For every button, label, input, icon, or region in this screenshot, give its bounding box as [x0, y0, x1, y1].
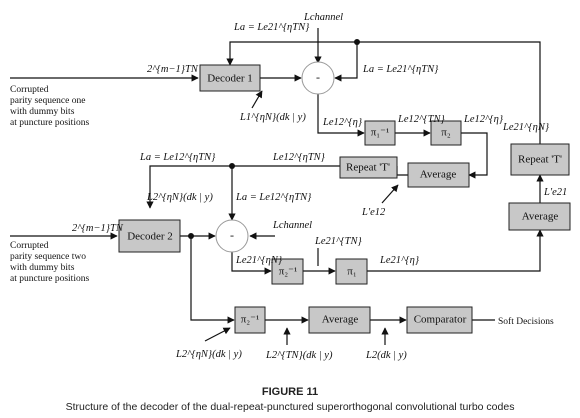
label-lchannel-mid: Lchannel — [272, 220, 312, 231]
svg-text:π₂: π₂ — [441, 127, 451, 139]
wire-junction-sum1 — [334, 42, 358, 82]
wire-l2-eta — [204, 327, 231, 342]
svg-text:π₂⁻¹: π₂⁻¹ — [279, 266, 298, 278]
junction-mid — [229, 163, 235, 169]
deinterleaver-pi2-inv-bottom-block: π₂⁻¹ — [234, 306, 266, 334]
figure-title: FIGURE 11 — [262, 386, 318, 398]
svg-text:-: - — [316, 70, 320, 84]
svg-text:Repeat 'T': Repeat 'T' — [518, 154, 562, 166]
input-2-description: Corrupted parity sequence two with dummy… — [10, 241, 89, 284]
label-le21-eta-right: Le21^{ηN} — [502, 122, 550, 133]
label-le21-tn: Le21^{TN} — [314, 236, 362, 247]
wires — [10, 28, 544, 345]
label-lchannel-top: Lchannel — [303, 12, 343, 23]
label-soft-decisions: Soft Decisions — [498, 316, 554, 327]
svg-text:-: - — [230, 228, 234, 242]
decoder-2-block: Decoder 2 — [118, 219, 181, 253]
svg-text:Repeat 'T': Repeat 'T' — [346, 162, 390, 174]
input1-line-4: at puncture positions — [10, 118, 89, 128]
svg-text:π₂⁻¹: π₂⁻¹ — [241, 314, 260, 326]
average-right-block: Average — [508, 202, 571, 231]
decoder-1-block: Decoder 1 — [199, 64, 261, 92]
input2-line-1: Corrupted — [10, 241, 49, 251]
junction-decoder2 — [188, 233, 194, 239]
label-l2-eta-bottom: L2^{ηN}(dk | y) — [175, 349, 242, 360]
svg-text:Average: Average — [420, 169, 457, 181]
summing-junction-1: - — [301, 61, 335, 95]
label-le12-prime: L'e12 — [361, 207, 386, 218]
label-le21-eta-mid: Le21^{ηN} — [235, 255, 283, 266]
svg-text:Decoder 2: Decoder 2 — [127, 231, 173, 243]
label-le12-tn: Le12^{TN} — [397, 114, 445, 125]
figure-caption: Structure of the decoder of the dual-rep… — [66, 401, 515, 413]
repeat-t-mid-block: Repeat 'T' — [339, 156, 398, 179]
label-la-top: La = Le21^{ηTN} — [233, 22, 310, 33]
label-la-right: La = Le21^{ηTN} — [362, 64, 439, 75]
input2-line-3: with dummy bits — [10, 263, 75, 273]
tn-label-2: 2^{m−1}TN — [72, 223, 124, 234]
repeat-t-right-block: Repeat 'T' — [510, 143, 570, 176]
wire-sum2-deint2 — [231, 252, 272, 275]
svg-text:Comparator: Comparator — [414, 314, 467, 326]
wire-le12prime — [381, 184, 399, 204]
label-l2-bottom: L2(dk | y) — [365, 350, 407, 361]
svg-text:π₁⁻¹: π₁⁻¹ — [371, 127, 390, 139]
wire-l1-post — [251, 90, 263, 109]
wire-int-average — [461, 132, 488, 179]
label-le21-prime: L'e21 — [543, 187, 567, 198]
input2-line-2: parity sequence two — [10, 252, 86, 262]
label-le12-left: Le12^{η} — [322, 117, 363, 128]
signal-labels: La = Le21^{ηTN} Lchannel La = Le21^{ηTN}… — [139, 12, 567, 361]
svg-text:Average: Average — [322, 314, 359, 326]
average-bottom-block: Average — [308, 306, 371, 334]
wire-la-decoder1 — [226, 41, 357, 66]
label-le12-eta-mid: Le12^{ηTN} — [272, 152, 326, 163]
label-la-mid2: La = Le12^{ηTN} — [235, 192, 312, 203]
wire-repeat-decoder2 — [146, 165, 340, 209]
label-le21-eta-mid2: Le21^{η} — [379, 255, 420, 266]
wire-average-repeat — [396, 166, 408, 176]
label-l2-tn-bottom: L2^{TN}(dk | y) — [265, 350, 333, 361]
average-mid-block: Average — [407, 162, 470, 188]
summing-junction-2: - — [215, 219, 249, 253]
input1-line-1: Corrupted — [10, 85, 49, 95]
input2-line-4: at puncture positions — [10, 274, 89, 284]
label-la-mid: La = Le12^{ηTN} — [139, 152, 216, 163]
label-le12-eta: Le12^{η} — [463, 114, 504, 125]
input-1-description: Corrupted parity sequence one with dummy… — [10, 85, 89, 128]
tn-label-1: 2^{m−1}TN — [147, 64, 199, 75]
deinterleaver-pi2-inv-mid-block: π₂⁻¹ — [271, 258, 304, 285]
svg-text:Average: Average — [522, 211, 559, 223]
input1-line-2: parity sequence one — [10, 96, 85, 106]
svg-text:Decoder 1: Decoder 1 — [207, 73, 253, 85]
junction-top — [354, 39, 360, 45]
interleaver-pi2-block: π₂ — [430, 120, 462, 146]
comparator-block: Comparator — [406, 306, 473, 334]
input1-line-3: with dummy bits — [10, 107, 75, 117]
deinterleaver-pi1-inv-block: π₁⁻¹ — [364, 120, 396, 146]
interleaver-pi1-mid-block: π₁ — [335, 258, 368, 285]
wire-sum1-deint — [317, 94, 365, 137]
label-l2-posterior: L2^{ηN}(dk | y) — [146, 192, 213, 203]
wire-decoder2-deint-bottom — [190, 236, 235, 324]
label-l1-posterior: L1^{ηN}(dk | y) — [239, 112, 306, 123]
wire-feedback-right — [357, 41, 541, 144]
wire-int1-average-right — [367, 229, 544, 272]
svg-text:π₁: π₁ — [347, 266, 357, 278]
